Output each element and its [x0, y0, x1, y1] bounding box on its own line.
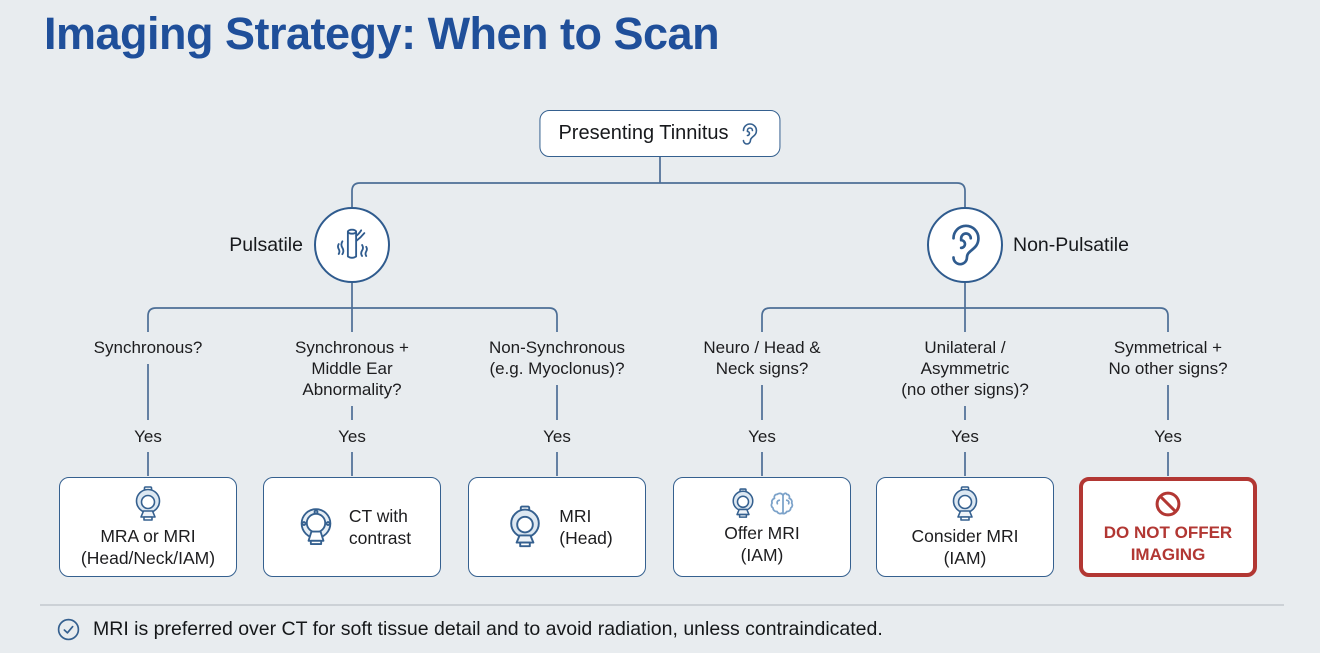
ct-scanner-icon	[293, 506, 339, 548]
question-unilateral: Unilateral / Asymmetric (no other signs)…	[901, 338, 1029, 399]
yes-label: Yes	[118, 427, 178, 447]
mri-scanner-icon	[726, 488, 760, 519]
branch-label-pulsatile: Pulsatile	[229, 234, 303, 256]
outcome-box-consider-mri: Consider MRI (IAM)	[876, 477, 1054, 577]
yes-label: Yes	[935, 427, 995, 447]
brain-icon	[768, 490, 798, 518]
yes-label: Yes	[1138, 427, 1198, 447]
question-neuro-signs: Neuro / Head & Neck signs?	[703, 338, 821, 378]
outcome-label: MRA or MRI (Head/Neck/IAM)	[80, 525, 216, 568]
question-synchronous: Synchronous?	[93, 338, 203, 357]
branch-node-pulsatile	[314, 207, 390, 283]
outcome-label: DO NOT OFFER IMAGING	[1103, 522, 1233, 564]
branch-node-non-pulsatile	[927, 207, 1003, 283]
outcome-box-do-not-offer: DO NOT OFFER IMAGING	[1079, 477, 1257, 577]
root-node: Presenting Tinnitus	[539, 110, 781, 157]
yes-label: Yes	[322, 427, 382, 447]
question-non-synchronous: Non-Synchronous (e.g. Myoclonus)?	[488, 338, 626, 378]
mri-scanner-icon	[945, 485, 985, 522]
mri-scanner-icon	[501, 505, 549, 549]
outcome-box-mri-head: MRI (Head)	[468, 477, 646, 577]
ear-icon	[738, 122, 762, 146]
yes-label: Yes	[732, 427, 792, 447]
question-symmetrical: Symmetrical + No other signs?	[1108, 338, 1228, 378]
check-circle-icon	[56, 617, 81, 642]
outcome-label: MRI (Head)	[559, 506, 613, 548]
ear-icon	[942, 222, 988, 268]
blood-vessel-icon	[330, 223, 374, 267]
mri-scanner-icon	[128, 485, 168, 522]
yes-label: Yes	[527, 427, 587, 447]
divider	[40, 604, 1284, 606]
outcome-label: CT with contrast	[348, 506, 412, 548]
no-entry-icon	[1153, 489, 1183, 519]
footnote: MRI is preferred over CT for soft tissue…	[56, 617, 883, 642]
outcome-label: Consider MRI (IAM)	[911, 525, 1019, 568]
page-title: Imaging Strategy: When to Scan	[44, 8, 720, 59]
footnote-text: MRI is preferred over CT for soft tissue…	[93, 618, 883, 640]
root-label: Presenting Tinnitus	[558, 122, 729, 144]
outcome-box-offer-mri: Offer MRI (IAM)	[673, 477, 851, 577]
outcome-box-mra-mri: MRA or MRI (Head/Neck/IAM)	[59, 477, 237, 577]
outcome-label: Offer MRI (IAM)	[724, 523, 800, 565]
branch-label-non-pulsatile: Non-Pulsatile	[1013, 234, 1129, 256]
outcome-box-ct-contrast: CT with contrast	[263, 477, 441, 577]
question-middle-ear: Synchronous + Middle Ear Abnormality?	[295, 338, 409, 399]
